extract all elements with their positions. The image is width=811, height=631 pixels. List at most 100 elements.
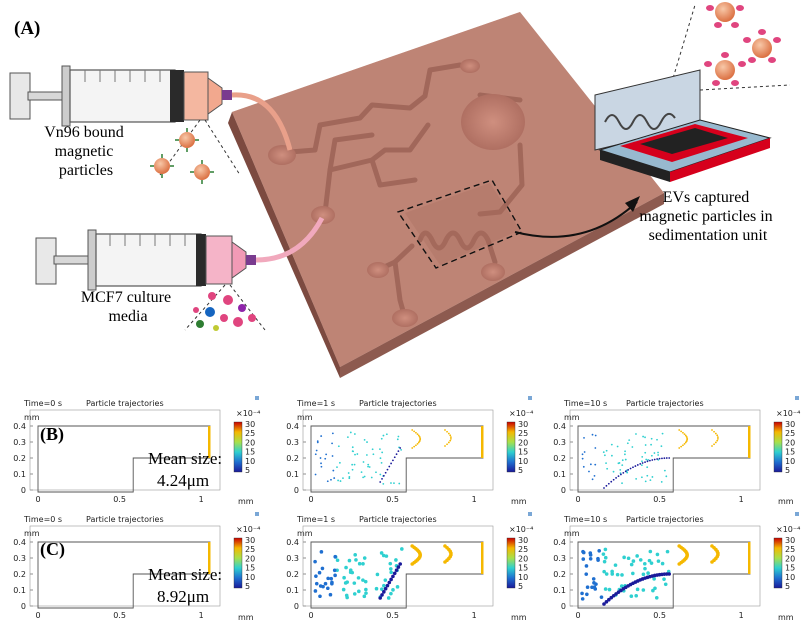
particle-point [347,472,350,474]
x-tick-label: 0 [308,611,313,620]
inlet-marker [748,426,751,458]
y-tick-label: 0.2 [13,454,26,463]
colorbar-tick-label: 25 [518,429,528,438]
colorbar-tick-label: 25 [785,429,795,438]
time-label: Time=10 s [563,399,607,408]
y-tick-label: 0.1 [286,470,299,479]
particle-point [602,559,607,564]
particle-point [657,451,659,454]
particle-point [636,464,639,466]
particle-point [383,578,388,582]
plot-menu-icon[interactable] [795,396,799,400]
particle-point [642,435,645,438]
particle-point [680,445,683,448]
particle-point [325,453,328,456]
sedimentation-highlight-box [396,179,524,269]
y-tick-label: 0.3 [286,438,299,447]
colorbar-tick-label: 10 [518,573,528,582]
particle-point [711,445,713,447]
particle-point [330,478,332,481]
particle-point [656,438,658,441]
particle-point [388,561,393,566]
particle-point [379,473,382,476]
x-tick-label: 0.5 [113,495,126,504]
particle-point [382,434,385,437]
chamber-inlet [460,59,480,73]
particle-point [594,463,597,466]
particle-point [450,437,452,440]
y-tick-label: 0.1 [553,470,566,479]
particle-point [379,448,381,451]
x-unit-label: mm [778,497,794,506]
outlet-well-3 [481,263,505,281]
plot-menu-icon[interactable] [795,512,799,516]
particle-point [381,478,383,480]
particle-point [684,441,687,444]
particle-point [411,447,414,449]
particle-point [344,565,348,570]
plot-menu-icon[interactable] [528,512,532,516]
mean-size-value-c: 8.92μm [157,587,209,606]
particle-point [344,593,349,598]
particle-point [653,452,656,454]
particle-point [641,572,646,577]
particle-point [713,443,715,446]
particle-point [652,577,656,581]
particle-point [665,457,668,459]
plot-menu-icon[interactable] [255,512,259,516]
particle-point [317,570,322,575]
inlet-marker [208,542,211,574]
particle-point [657,454,660,456]
inset-caption: EVs captured magnetic particles in sedim… [639,189,776,244]
particle-point [447,441,450,444]
particle-point [315,449,318,452]
particle-point [622,471,625,474]
particle-point [396,565,401,569]
y-tick-label: 0.3 [553,438,566,447]
y-tick-label: 0.4 [553,422,566,431]
particle-point [356,576,361,580]
particle-point [329,576,334,581]
mean-size-label-c: Mean size: [148,565,222,584]
particle-point [417,434,420,437]
y-tick-label: 0.2 [553,454,566,463]
particle-point [314,453,317,456]
particle-point [596,558,600,562]
particle-point [580,591,584,596]
particle-point [682,444,684,447]
y-tick-label: 0 [21,602,26,611]
particle-point [320,465,323,468]
particle-point [591,433,594,436]
particle-point [654,595,659,600]
particle-point [416,442,419,445]
particle-point [357,589,361,594]
particle-point [607,482,610,485]
plot-menu-icon[interactable] [255,396,259,400]
particle-point [388,567,393,571]
particle-point [660,561,665,566]
y-tick-label: 0.4 [553,538,566,547]
y-unit-label: mm [24,413,40,422]
panel-b-label: (B) [40,424,64,445]
particle-point [605,484,608,487]
particle-point [365,454,368,456]
panel-a-label: (A) [14,18,40,39]
particle-point [326,480,329,483]
particle-point [640,464,643,467]
particle-point [397,435,400,438]
particle-point [398,562,403,566]
inlet-marker [748,542,751,574]
x-tick-label: 1 [199,495,204,504]
particle-point [686,438,689,441]
particle-point [392,571,397,576]
particle-point [419,437,422,440]
colorbar-tick-label: 15 [245,564,255,573]
particle-point [639,463,642,465]
particle-point [444,429,446,431]
particle-point [646,460,649,463]
colorbar-tick-label: 10 [518,457,528,466]
particle-point [348,570,353,575]
particle-point [386,468,389,471]
plot-menu-icon[interactable] [528,396,532,400]
particle-point [634,465,637,467]
